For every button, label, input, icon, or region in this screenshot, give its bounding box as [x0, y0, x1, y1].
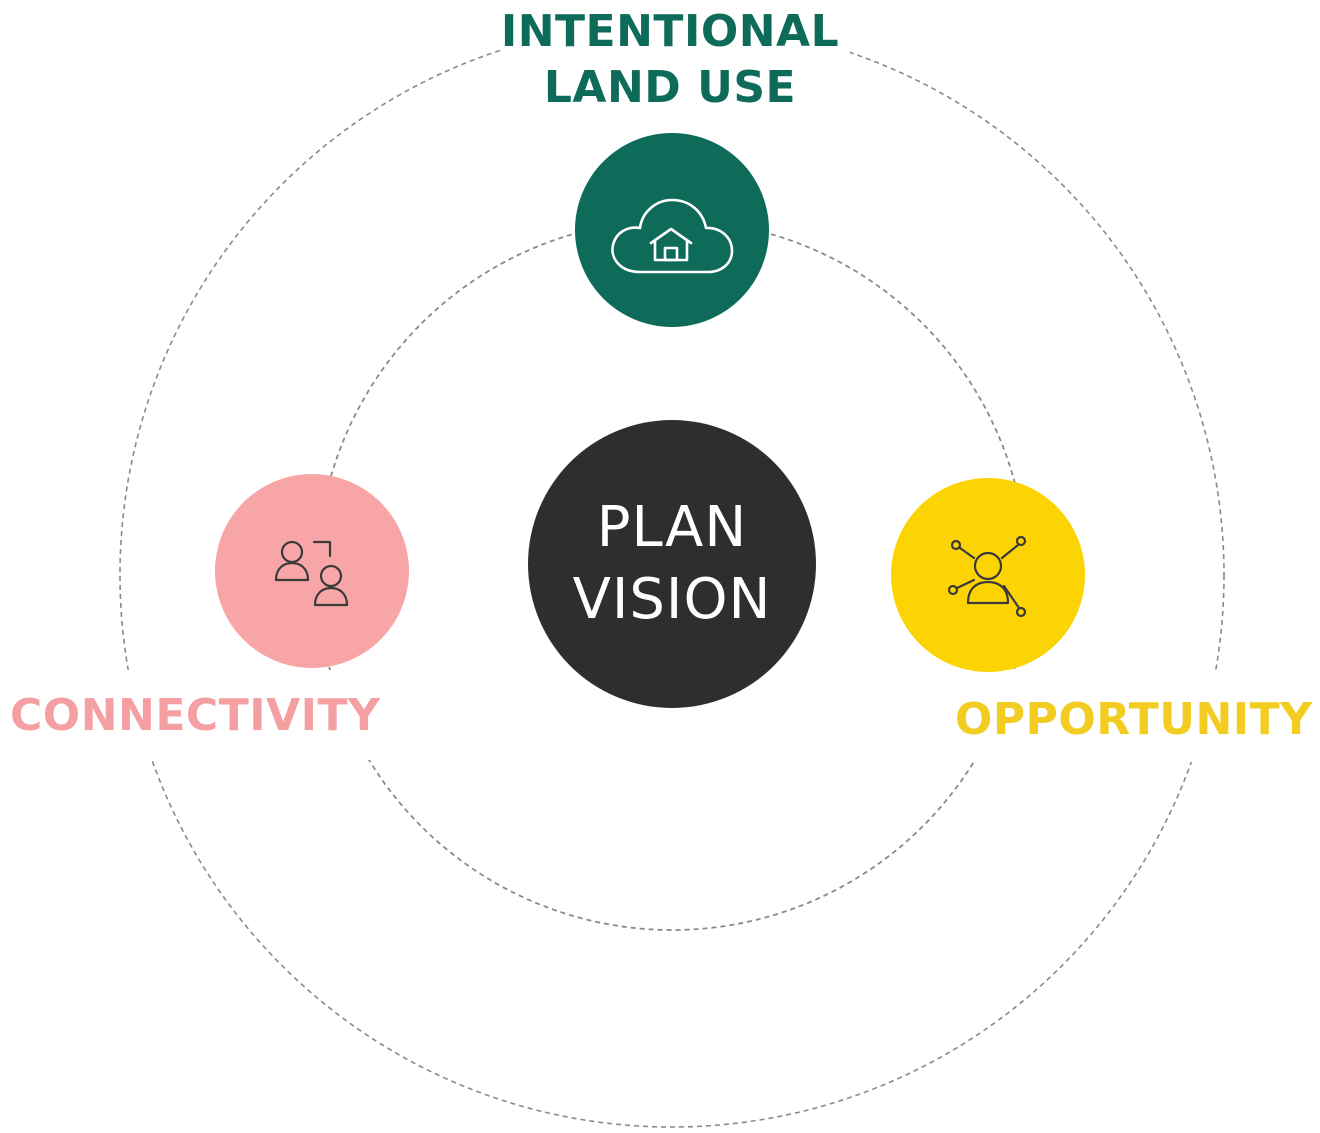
center-label: PLAN VISION [528, 420, 816, 708]
node-top-label-line2: LAND USE [543, 62, 797, 113]
label-gap-left [8, 670, 380, 760]
center-label-line1: PLAN [596, 495, 748, 560]
label-gap-right [945, 672, 1317, 762]
outer-ring [119, 22, 1225, 1128]
people-connect-icon [274, 540, 349, 607]
node-top-label-line1: INTENTIONAL [500, 6, 840, 57]
cloud-house-icon [611, 198, 734, 274]
node-right-circle [891, 478, 1085, 672]
node-left-label: CONNECTIVITY [10, 690, 381, 741]
node-left-circle [215, 474, 409, 668]
node-right-label: OPPORTUNITY [955, 694, 1313, 745]
person-network-icon [947, 535, 1027, 618]
center-label-line2: VISION [572, 567, 772, 632]
node-top-label: INTENTIONAL LAND USE [460, 4, 880, 116]
center-circle [528, 420, 816, 708]
label-gap-top [500, 0, 850, 110]
